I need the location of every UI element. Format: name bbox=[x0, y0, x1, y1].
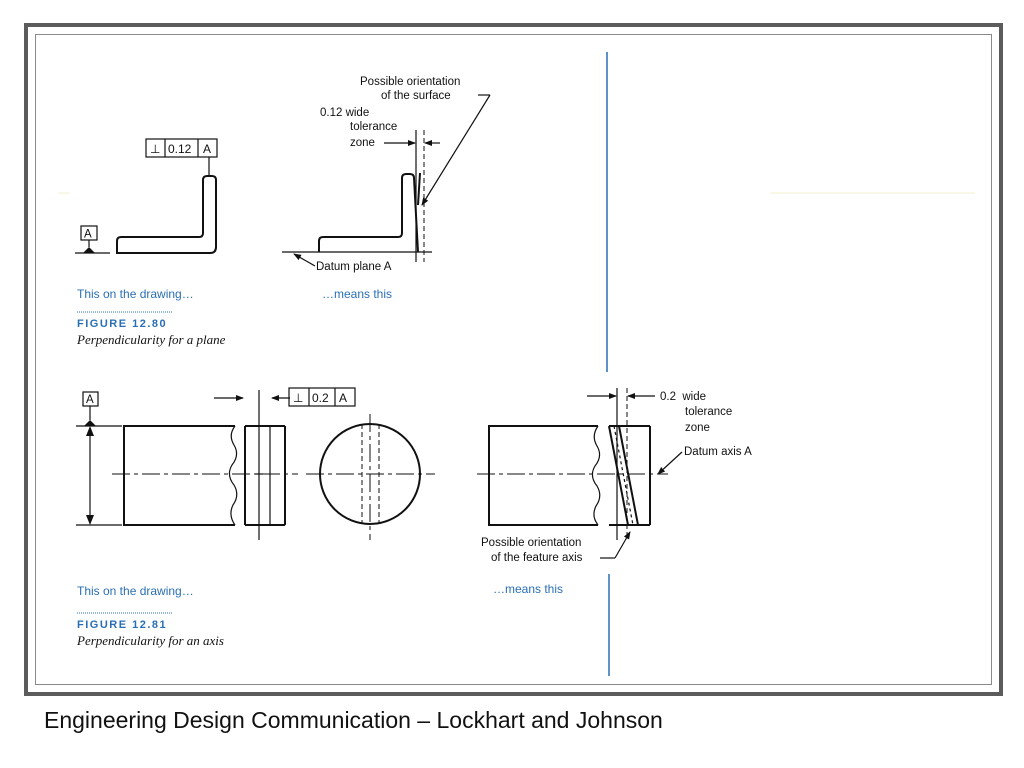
fig81-zone-label-1: 0.2 wide bbox=[660, 391, 706, 403]
fig81-axis-label-1: Possible orientation bbox=[481, 537, 581, 549]
fig80-feature-control-frame: ⊥ 0.12 A bbox=[145, 138, 218, 176]
slide-inner-border bbox=[35, 34, 992, 685]
fig81-perpendicularity-symbol: ⊥ bbox=[293, 391, 303, 405]
fig81-feature-control-frame: ⊥ 0.2 A bbox=[288, 387, 356, 407]
slide-frame bbox=[24, 23, 1003, 696]
fig81-fcf-datum: A bbox=[339, 391, 347, 405]
fig80-meaning-bracket bbox=[318, 173, 419, 253]
fig80-zone-label-2: tolerance bbox=[350, 121, 397, 133]
fig81-caption-right: …means this bbox=[493, 582, 563, 596]
fig81-figure-title: Perpendicularity for an axis bbox=[76, 633, 224, 648]
fig81-figure-number: FIGURE 12.81 bbox=[77, 619, 167, 631]
fig81-caption-left: This on the drawing… bbox=[77, 584, 194, 598]
fig80-fcf-tolerance: 0.12 bbox=[168, 142, 192, 156]
slide-footer: Engineering Design Communication – Lockh… bbox=[44, 707, 663, 733]
fig80-bracket bbox=[116, 175, 217, 254]
fig81-fcf-tolerance: 0.2 bbox=[312, 391, 329, 405]
fig80-figure-number: FIGURE 12.80 bbox=[77, 318, 167, 330]
fig81-zone-label-2: tolerance bbox=[685, 406, 732, 418]
fig81-datum-axis-label: Datum axis A bbox=[684, 446, 752, 458]
fig80-zone-label-1: 0.12 wide bbox=[320, 107, 369, 119]
fig80-datum-letter: A bbox=[84, 229, 92, 241]
fig80-drawing: A ⊥ 0.12 A bbox=[75, 138, 218, 254]
fig81-axis-label-2: of the feature axis bbox=[491, 552, 583, 564]
fig80-orientation-label-2: of the surface bbox=[381, 90, 451, 102]
fig80-fcf-datum: A bbox=[203, 142, 211, 156]
fig80-meaning bbox=[282, 94, 491, 267]
fig81-zone-label-3: zone bbox=[685, 422, 710, 434]
fig80-caption-left: This on the drawing… bbox=[77, 287, 194, 301]
perpendicularity-symbol: ⊥ bbox=[150, 142, 160, 156]
fig80-orientation-label-1: Possible orientation bbox=[360, 76, 460, 88]
fig81-datum-letter: A bbox=[86, 394, 94, 406]
fig80-datum-plane-label: Datum plane A bbox=[316, 261, 392, 273]
fig81-meaning bbox=[477, 388, 683, 559]
fig81-drawing: A ⊥ 0.2 A bbox=[76, 387, 435, 540]
fig80-caption-right: …means this bbox=[322, 287, 392, 301]
fig80-zone-label-3: zone bbox=[350, 137, 375, 149]
fig80-figure-title: Perpendicularity for a plane bbox=[76, 332, 226, 347]
